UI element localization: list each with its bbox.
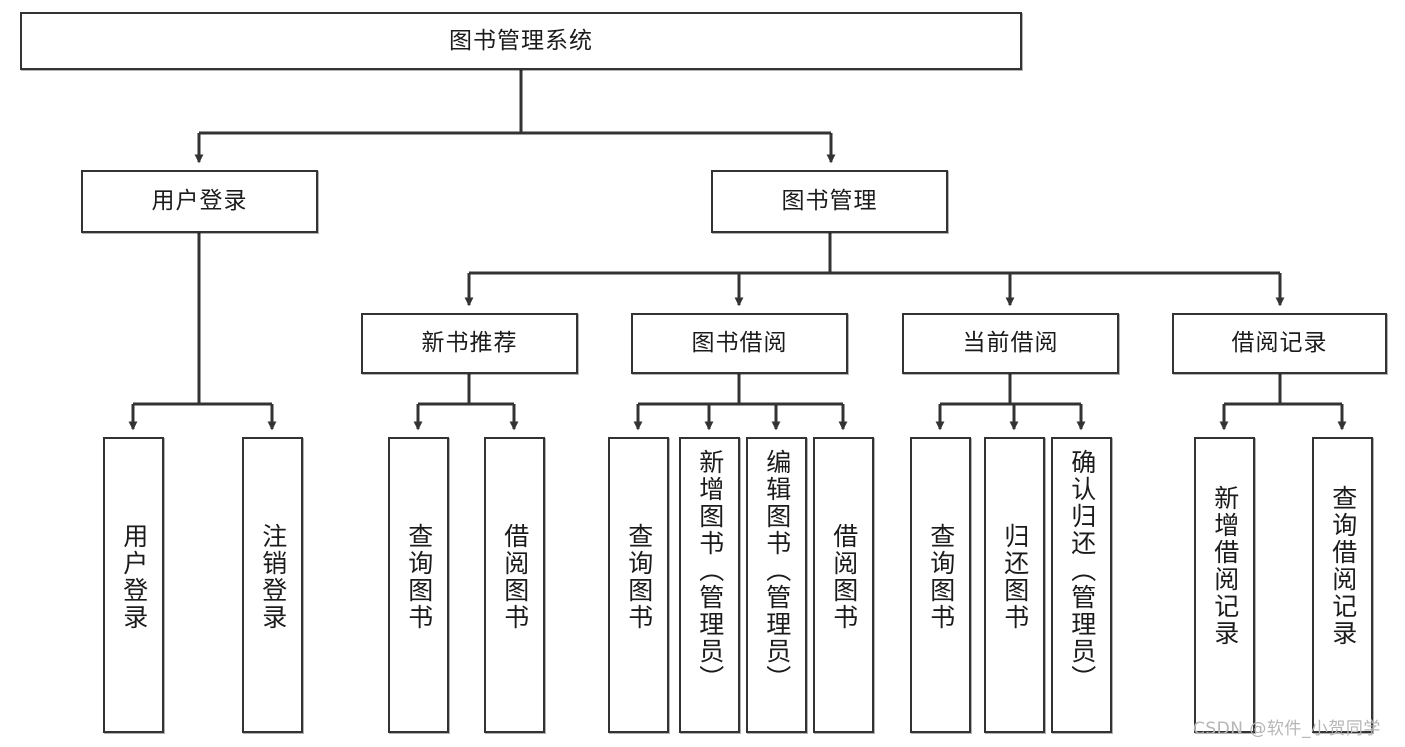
node-leaf-user-login-label: 用户登录 (119, 523, 149, 631)
node-new-book-recommend[interactable]: 新书推荐 (361, 313, 578, 374)
node-leaf-add-borrow-record[interactable]: 新增借阅记录 (1194, 437, 1255, 733)
node-new-book-recommend-label: 新书推荐 (421, 330, 518, 356)
node-leaf-query-book-2-label: 查询图书 (624, 523, 654, 631)
watermark-text: CSDN @软件_小贺同学 (1193, 719, 1381, 739)
node-leaf-borrow-book-1[interactable]: 借阅图书 (484, 437, 545, 733)
node-leaf-query-book-3[interactable]: 查询图书 (910, 437, 971, 733)
node-current-borrow[interactable]: 当前借阅 (902, 313, 1119, 374)
node-leaf-return-book[interactable]: 归还图书 (984, 437, 1045, 733)
node-leaf-return-book-label: 归还图书 (1000, 523, 1030, 631)
node-leaf-logout[interactable]: 注销登录 (242, 437, 303, 733)
node-leaf-confirm-return-admin[interactable]: 确认归还（管理员） (1051, 437, 1112, 733)
node-book-borrow-label: 图书借阅 (691, 330, 788, 356)
node-leaf-edit-book-admin[interactable]: 编辑图书（管理员） (746, 437, 807, 733)
node-leaf-add-book-admin-label: 新增图书（管理员） (695, 449, 725, 692)
node-leaf-confirm-return-admin-label: 确认归还（管理员） (1067, 449, 1097, 692)
node-book-management-label: 图书管理 (781, 188, 878, 214)
node-leaf-query-borrow-record[interactable]: 查询借阅记录 (1312, 437, 1373, 733)
node-leaf-query-book-3-label: 查询图书 (926, 523, 956, 631)
node-leaf-query-borrow-record-label: 查询借阅记录 (1328, 485, 1358, 647)
node-leaf-borrow-book-1-label: 借阅图书 (500, 523, 530, 631)
node-leaf-borrow-book-2-label: 借阅图书 (829, 523, 859, 631)
node-user-login-label: 用户登录 (151, 188, 248, 214)
node-leaf-query-book-1[interactable]: 查询图书 (388, 437, 449, 733)
node-root[interactable]: 图书管理系统 (20, 12, 1022, 70)
node-root-label: 图书管理系统 (449, 27, 593, 54)
node-leaf-query-book-1-label: 查询图书 (404, 523, 434, 631)
node-borrow-record-label: 借阅记录 (1231, 330, 1328, 356)
node-leaf-query-book-2[interactable]: 查询图书 (608, 437, 669, 733)
node-leaf-edit-book-admin-label: 编辑图书（管理员） (762, 449, 792, 692)
node-leaf-add-book-admin[interactable]: 新增图书（管理员） (679, 437, 740, 733)
node-book-borrow[interactable]: 图书借阅 (631, 313, 848, 374)
node-leaf-user-login[interactable]: 用户登录 (103, 437, 164, 733)
node-leaf-add-borrow-record-label: 新增借阅记录 (1210, 485, 1240, 647)
node-leaf-logout-label: 注销登录 (258, 523, 288, 631)
node-leaf-borrow-book-2[interactable]: 借阅图书 (813, 437, 874, 733)
node-current-borrow-label: 当前借阅 (962, 330, 1059, 356)
node-borrow-record[interactable]: 借阅记录 (1172, 313, 1387, 374)
node-user-login[interactable]: 用户登录 (81, 170, 318, 233)
node-book-management[interactable]: 图书管理 (711, 170, 948, 233)
